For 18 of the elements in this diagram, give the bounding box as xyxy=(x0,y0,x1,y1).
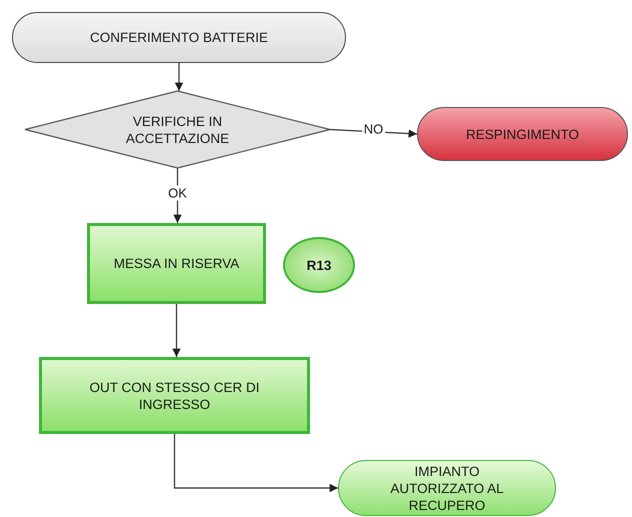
node-label: MESSA IN RISERVA xyxy=(114,255,240,272)
arrow xyxy=(174,434,338,492)
node-label: IMPIANTO AUTORIZZATO AL RECUPERO xyxy=(389,462,505,514)
process-box xyxy=(87,223,266,304)
start-terminal xyxy=(12,12,346,63)
edge-label: OK xyxy=(166,185,189,200)
arrow xyxy=(173,168,182,223)
node-label: OUT CON STESSO CER DI INGRESSO xyxy=(88,378,261,412)
decision-diamond xyxy=(25,91,330,168)
node-label: R13 xyxy=(306,256,332,274)
node-label: CONFERIMENTO BATTERIE xyxy=(90,29,268,46)
edge-label: NO xyxy=(362,121,386,136)
node-label: RESPINGIMENTO xyxy=(466,126,580,142)
arrow xyxy=(174,63,184,91)
node-label: VERIFICHE IN ACCETTAZIONE xyxy=(124,112,230,146)
process-box xyxy=(39,357,310,434)
end-terminal xyxy=(417,107,628,161)
arrow xyxy=(172,304,181,357)
